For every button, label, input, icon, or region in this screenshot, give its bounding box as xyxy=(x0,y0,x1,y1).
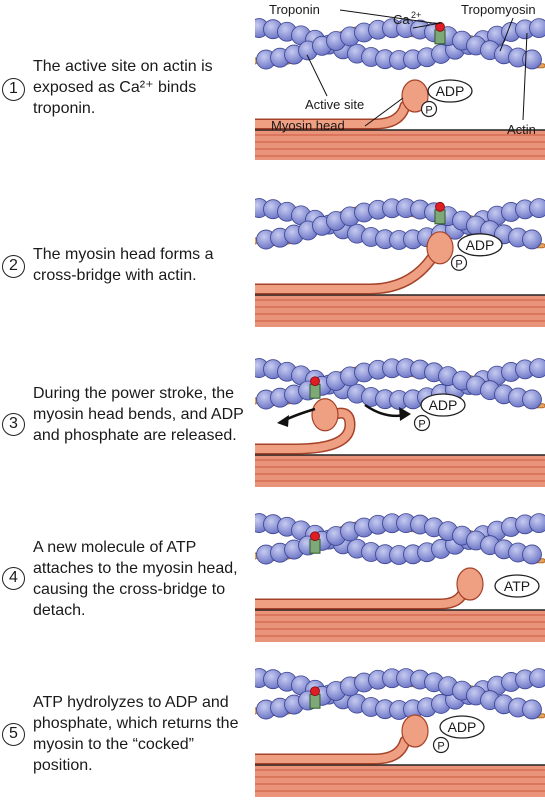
step-number: 2 xyxy=(2,255,25,278)
phosphate-label: P xyxy=(455,258,462,270)
leader-line xyxy=(364,97,404,127)
label-myosin-head: Myosin head xyxy=(271,118,345,133)
actin-bead xyxy=(529,198,545,218)
myosin-head xyxy=(311,398,339,432)
leader-line xyxy=(306,54,328,97)
leader-line xyxy=(339,9,439,25)
step-number: 4 xyxy=(2,567,25,590)
step-description: The active site on actin is exposed as C… xyxy=(33,58,213,117)
actin-bead xyxy=(529,18,545,38)
phosphate-circle xyxy=(432,736,450,754)
myosin-head xyxy=(456,567,484,601)
troponin xyxy=(309,693,321,709)
step-5: 5 ATP hydrolyzes to ADP and phosphate, w… xyxy=(0,660,545,804)
troponin xyxy=(434,209,446,225)
calcium-ion xyxy=(435,21,445,32)
phosphate-circle xyxy=(450,254,468,271)
phosphate-circle xyxy=(413,414,431,432)
step-number: 1 xyxy=(2,78,25,101)
molecule-bubble xyxy=(427,79,473,103)
leader-line xyxy=(522,33,528,121)
label-calcium: Ca xyxy=(393,12,410,27)
step-illustration: ADP P xyxy=(255,358,545,487)
label-troponin: Troponin xyxy=(269,2,320,17)
myosin-head xyxy=(401,79,429,113)
calcium-ion xyxy=(435,201,445,212)
actin-bead xyxy=(529,358,545,378)
troponin xyxy=(434,29,446,45)
leader-line xyxy=(412,22,443,29)
phosphate-label: P xyxy=(425,105,432,117)
phosphate-label: P xyxy=(418,419,425,431)
actin-bead xyxy=(522,389,542,410)
actin-bead xyxy=(522,229,542,250)
step-number: 3 xyxy=(2,413,25,436)
step-description: The myosin head forms a cross-bridge wit… xyxy=(33,246,214,284)
molecule-bubble xyxy=(457,233,503,257)
actin-bead xyxy=(522,49,542,70)
label-actin: Actin xyxy=(507,122,536,137)
myosin-neck xyxy=(255,409,355,453)
phosphate-label: P xyxy=(437,741,444,753)
molecule-bubble xyxy=(494,574,540,598)
calcium-ion xyxy=(310,376,320,387)
step-description: A new molecule of ATP attaches to the my… xyxy=(33,539,238,619)
molecule-label: ADP xyxy=(436,83,465,99)
troponin xyxy=(309,538,321,554)
label-calcium-charge: 2+ xyxy=(411,10,421,20)
calcium-ion xyxy=(310,531,320,542)
myosin-neck xyxy=(255,102,409,128)
molecule-label: ADP xyxy=(448,719,477,735)
phosphate-circle xyxy=(420,100,438,118)
step-description: ATP hydrolyzes to ADP and phosphate, whi… xyxy=(33,694,239,774)
myosin-head xyxy=(426,231,454,265)
step-1: 1 The active site on actin is exposed as… xyxy=(0,0,545,160)
myosin-neck xyxy=(255,586,468,608)
myosin-head xyxy=(401,714,429,748)
calcium-ion xyxy=(310,686,320,697)
step-description: During the power stroke, the myosin head… xyxy=(33,385,244,444)
step-3: 3 During the power stroke, the myosin he… xyxy=(0,350,545,500)
molecule-label: ADP xyxy=(466,237,495,253)
actin-bead xyxy=(529,513,545,533)
molecule-label: ADP xyxy=(429,397,458,413)
arrowhead xyxy=(277,415,289,427)
step-illustration: ATP xyxy=(255,513,545,642)
actin-bead xyxy=(522,699,542,720)
step-number: 5 xyxy=(2,723,25,746)
myosin-neck xyxy=(255,253,436,293)
actin-bead xyxy=(529,668,545,688)
leader-line xyxy=(499,17,514,52)
label-tropomyosin: Tropomyosin xyxy=(461,2,536,17)
actin-bead xyxy=(522,544,542,565)
step-4: 4 A new molecule of ATP attaches to the … xyxy=(0,505,545,655)
label-active-site: Active site xyxy=(305,97,364,112)
step-illustration: ADP P xyxy=(255,668,545,797)
arrowhead xyxy=(399,407,411,421)
step-2: 2 The myosin head forms a cross-bridge w… xyxy=(0,190,545,340)
troponin xyxy=(309,383,321,399)
molecule-bubble xyxy=(420,393,466,417)
step-illustration: ADP P xyxy=(255,198,545,327)
molecule-bubble xyxy=(439,715,485,739)
molecule-label: ATP xyxy=(504,578,530,594)
myosin-neck xyxy=(255,737,409,763)
